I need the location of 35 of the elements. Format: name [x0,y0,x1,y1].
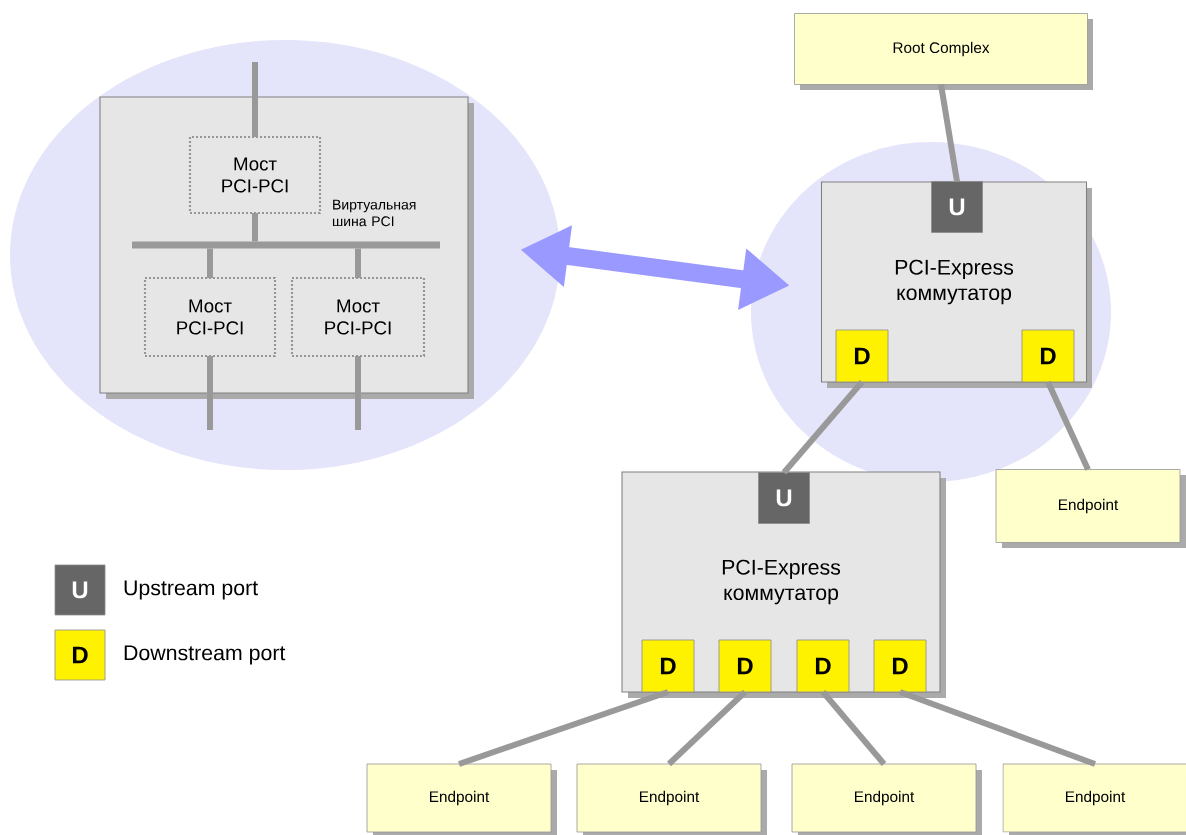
port-box: D [1021,329,1075,383]
connector-line [252,213,258,242]
device-box: Endpoint [1002,763,1186,835]
bridge-box: Мост PCI-PCI [290,276,426,358]
bridge-box: Мост PCI-PCI [188,135,322,215]
connector-line [781,380,865,475]
device-box: Endpoint [366,763,557,835]
connector-line [252,62,258,137]
connector-line [207,356,213,430]
legend-text: Upstream port [124,580,258,600]
port-box: D [873,639,927,693]
port-box: D [54,629,106,681]
connector-line [898,689,1097,767]
connector-line [458,689,669,767]
connector-line [355,248,361,278]
connector-line [666,689,748,767]
legend-text: Downstream port [124,645,286,665]
port-box: U [54,564,106,616]
port-box: D [796,639,850,693]
device-box: Root Complex [794,13,1093,90]
device-box: Endpoint [791,763,982,835]
bridge-box: Мост PCI-PCI [143,276,277,358]
connector-line [820,690,887,766]
connector-line [207,248,213,278]
port-box: D [835,329,889,383]
bus-label: Виртуальная шина PCI [332,199,416,227]
connector-line [938,84,960,182]
port-box: U [758,472,810,524]
device-box: Endpoint [995,469,1186,548]
connector-line [1045,380,1091,471]
connector-line [355,356,361,430]
device-box: Endpoint [576,763,767,835]
port-box: D [718,639,772,693]
port-box: U [931,181,983,233]
port-box: D [641,639,695,693]
